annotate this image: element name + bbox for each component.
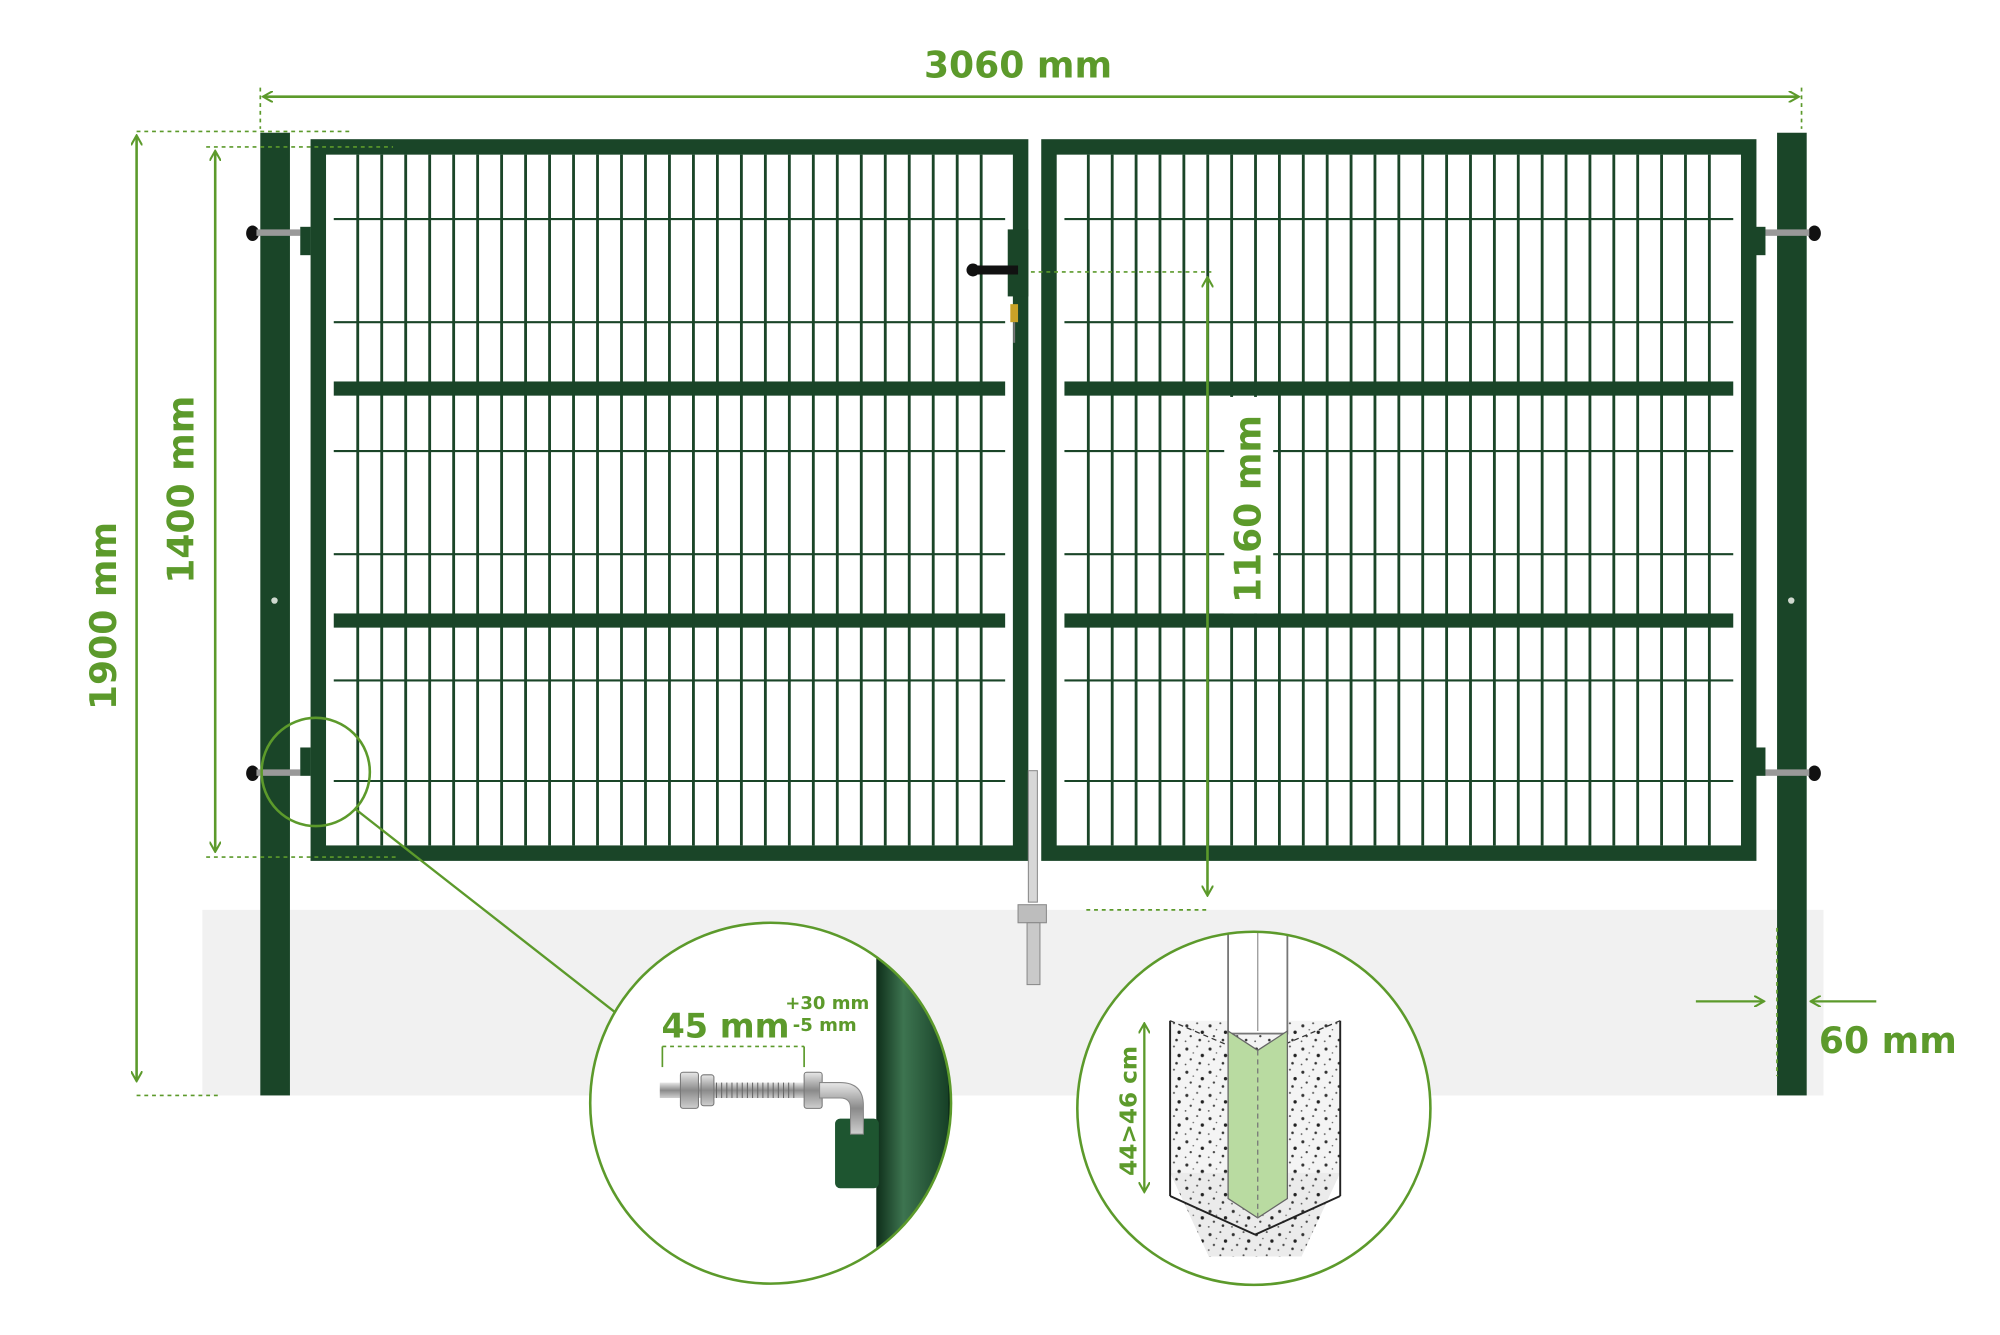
hinge-top-right [1755,225,1821,256]
foundation-depth-label: 44>46 cm [1116,1046,1143,1176]
hinge-tolerance-plus: +30 mm [785,993,869,1014]
foundation-detail-circle: 44>46 cm [1076,930,1432,1287]
gate-leaf-right [1041,139,1757,861]
hinge-length-label: 45 mm [661,1006,789,1045]
gate-height-label: 1400 mm [160,396,202,584]
lock-handle [966,229,1029,343]
left-post [260,132,290,1096]
hinge-detail-circle: 45 mm +30 mm -5 mm [588,921,953,1285]
post-height-label: 1900 mm [83,522,125,710]
post-width-label: 60 mm [1819,1020,1957,1062]
hinge-bottom-right [1755,747,1821,781]
gate-leaf-left [310,139,1029,861]
total-width-label: 3060 mm [924,44,1112,86]
hinge-bottom-left [246,747,311,781]
right-leaf-frame [1041,139,1757,861]
hinge-top-left [246,225,311,256]
handle-height-label: 1160 mm [1227,415,1269,603]
hinge-detail-marker [260,716,372,828]
left-leaf-frame [310,139,1029,861]
drop-bolt [1017,770,1047,986]
hinge-tolerance-minus: -5 mm [793,1015,857,1036]
ground-band [202,909,1824,1096]
right-post [1777,132,1807,1096]
